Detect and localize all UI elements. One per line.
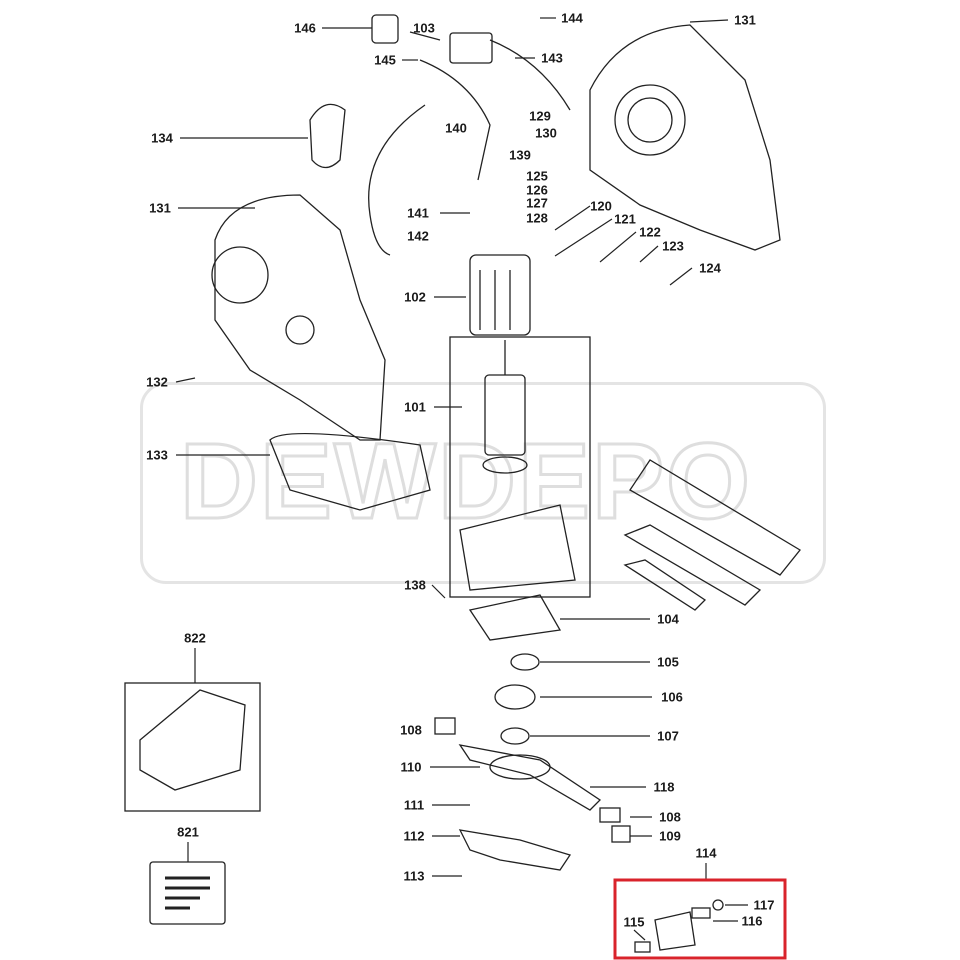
part-109-pad <box>611 825 631 843</box>
label-115: 115 <box>623 914 645 930</box>
part-110-plunger <box>458 744 602 811</box>
part-108-pad <box>434 717 456 735</box>
label-105: 105 <box>657 654 679 670</box>
part-131-housing-left <box>211 194 386 441</box>
label-144: 144 <box>561 10 583 26</box>
part-146-button <box>371 14 399 44</box>
part-106-gear <box>494 684 536 710</box>
part-104-plate <box>468 594 562 641</box>
label-146: 146 <box>294 20 316 36</box>
part-101-armature <box>459 340 576 591</box>
label-822: 822 <box>184 630 206 646</box>
part-107-bearing <box>500 727 530 745</box>
label-122: 122 <box>639 224 661 240</box>
part-821-box <box>149 861 226 925</box>
label-131-left: 131 <box>149 200 171 216</box>
part-103-switch <box>449 32 493 64</box>
label-120: 120 <box>590 198 612 214</box>
label-107: 107 <box>657 728 679 744</box>
label-111: 111 <box>403 797 425 813</box>
label-104: 104 <box>657 611 679 627</box>
label-113: 113 <box>403 868 425 884</box>
blades <box>623 459 801 611</box>
leader-lines <box>175 17 748 941</box>
label-103: 103 <box>413 20 435 36</box>
label-129: 129 <box>529 108 551 124</box>
part-112-lever <box>458 829 572 871</box>
part-102-stator <box>469 254 531 336</box>
label-126: 126 <box>526 182 548 198</box>
label-118: 118 <box>653 779 675 795</box>
label-143: 143 <box>541 50 563 66</box>
label-110: 110 <box>400 759 422 775</box>
watermark-frame <box>140 382 826 584</box>
part-141-handle <box>368 104 426 256</box>
label-134: 134 <box>151 130 173 146</box>
label-116: 116 <box>741 913 763 929</box>
part-108b-pad <box>599 807 621 823</box>
part-114-highlight-box <box>613 878 787 960</box>
part-822-box <box>124 682 261 812</box>
label-130: 130 <box>535 125 557 141</box>
label-145: 145 <box>374 52 396 68</box>
label-133: 133 <box>146 447 168 463</box>
label-123: 123 <box>662 238 684 254</box>
label-125: 125 <box>526 168 548 184</box>
label-108-left: 108 <box>400 722 422 738</box>
label-102: 102 <box>404 289 426 305</box>
label-127: 127 <box>526 195 548 211</box>
label-114: 114 <box>695 845 717 861</box>
label-121: 121 <box>614 211 636 227</box>
label-109: 109 <box>659 828 681 844</box>
label-101: 101 <box>404 399 426 415</box>
label-131-top: 131 <box>734 12 756 28</box>
watermark-text: DEWDEPO <box>178 419 753 543</box>
part-143-wire <box>489 39 571 111</box>
part-101-bracket <box>449 336 591 598</box>
label-124: 124 <box>699 260 721 276</box>
label-112: 112 <box>403 828 425 844</box>
part-105-bearing <box>510 653 540 671</box>
label-140: 140 <box>445 120 467 136</box>
label-128: 128 <box>526 210 548 226</box>
label-139: 139 <box>509 147 531 163</box>
part-131-housing-right <box>589 24 781 251</box>
label-141: 141 <box>407 205 429 221</box>
label-138: 138 <box>404 577 426 593</box>
part-133-base <box>269 432 431 511</box>
part-134-cover <box>309 103 346 169</box>
label-108-right: 108 <box>659 809 681 825</box>
label-132: 132 <box>146 374 168 390</box>
part-139-cord <box>419 59 491 181</box>
label-106: 106 <box>661 689 683 705</box>
label-821: 821 <box>177 824 199 840</box>
label-117: 117 <box>753 897 775 913</box>
label-142: 142 <box>407 228 429 244</box>
